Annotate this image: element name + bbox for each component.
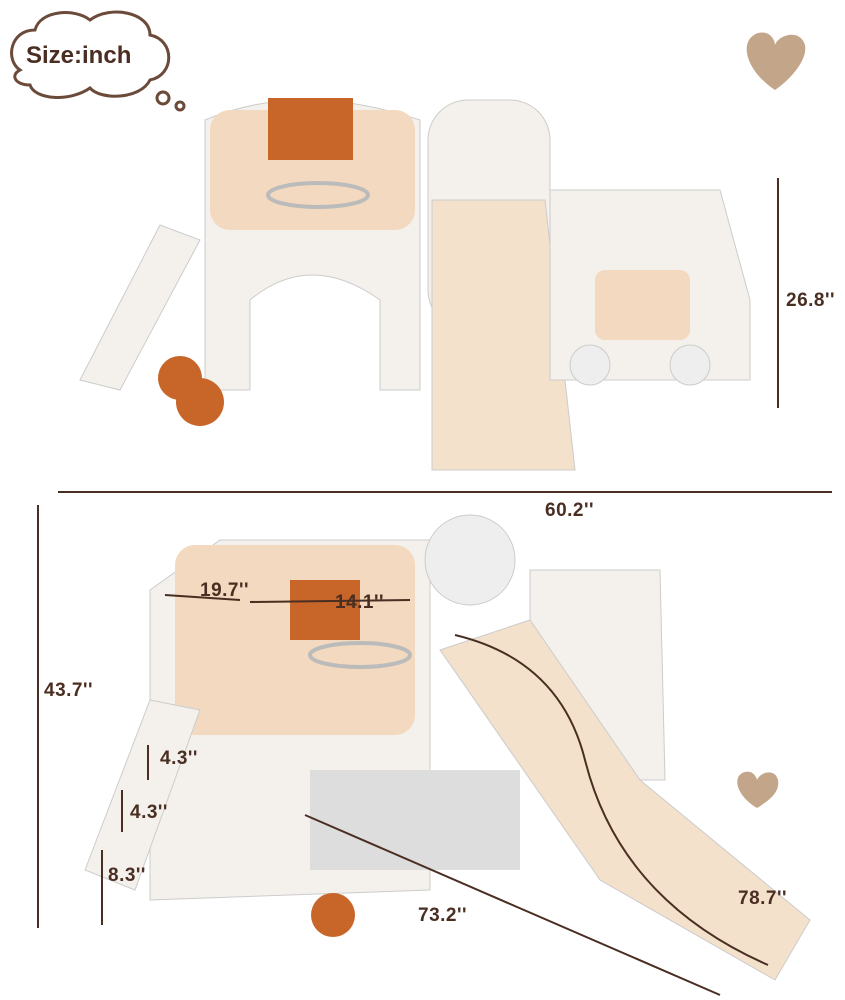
cloud-badge	[10, 10, 186, 112]
step-base-label: 8.3''	[108, 865, 146, 886]
total-height-label: 43.7''	[44, 680, 94, 701]
slide-length-label: 73.2''	[418, 905, 468, 926]
size-unit-badge: Size:inch	[26, 42, 132, 69]
depth-label: 19.7''	[200, 580, 250, 601]
heart-doodle-top	[746, 32, 806, 90]
playset-front-view	[79, 98, 751, 471]
heart-doodle-bottom	[737, 771, 779, 808]
dimension-lines	[37, 178, 832, 996]
height-label-top: 26.8''	[786, 290, 836, 311]
slide-span-label: 78.7''	[738, 888, 788, 909]
step-height-2-label: 4.3''	[130, 802, 168, 823]
playset-angled-view	[84, 514, 811, 981]
step-height-1-label: 4.3''	[160, 748, 198, 769]
width-label: 60.2''	[545, 500, 595, 521]
panel-width-label: 14.1''	[335, 592, 385, 613]
